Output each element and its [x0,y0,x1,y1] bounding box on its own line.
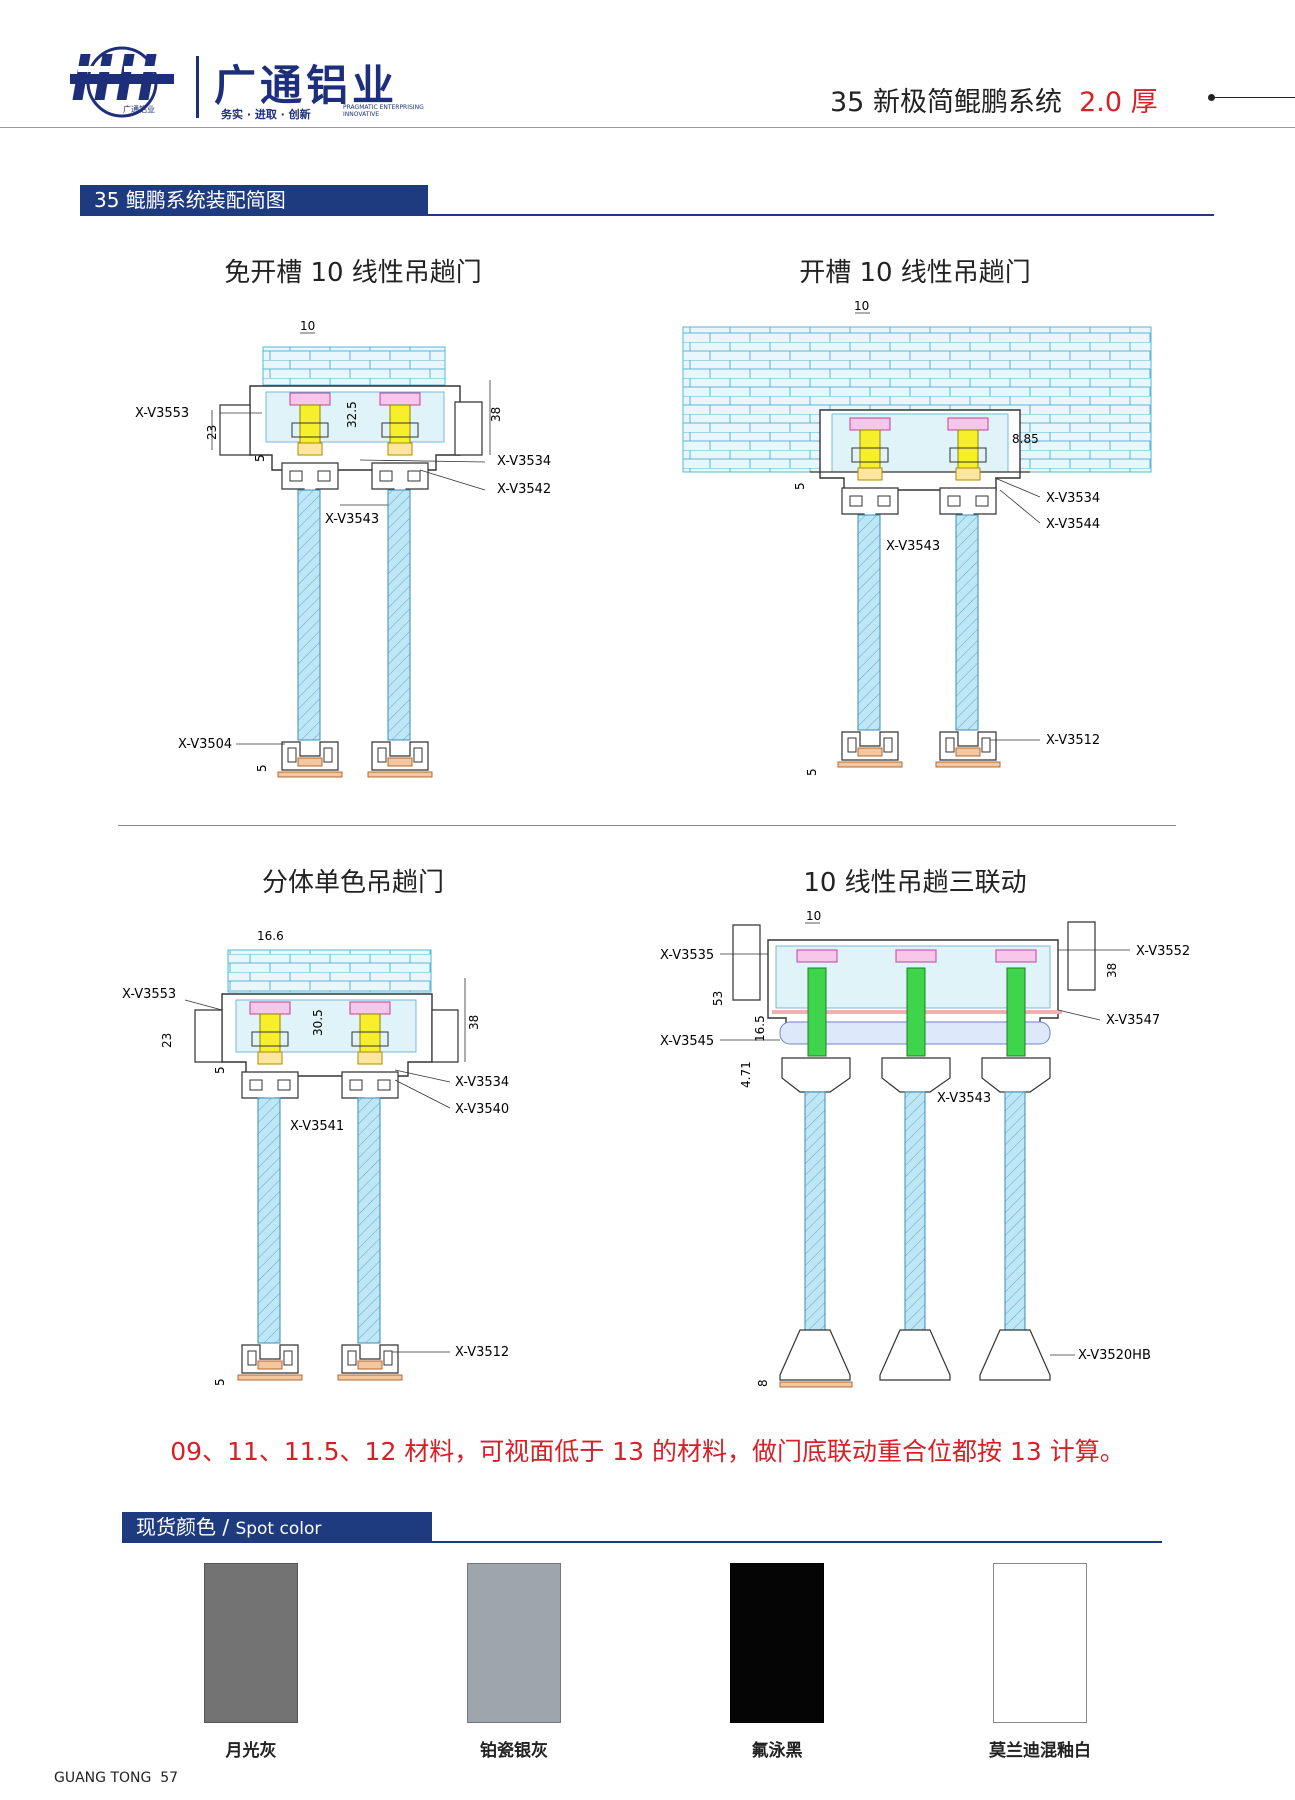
brand-name: 广通铝业 [214,61,399,110]
d4-label-4: X-V3545 [660,1034,714,1049]
d4-dim-3: 38 [1105,963,1119,978]
d3-dim-5: 5 [213,1066,227,1074]
d3-label-3: X-V3540 [455,1102,509,1117]
d2-dim-3: 5 [793,482,807,490]
diagram-1: X-V3553 X-V3534 X-V3542 X-V3543 X-V3504 … [135,319,551,778]
d2-label-1: X-V3534 [1046,491,1100,506]
d4-dim-4: 16.5 [753,1015,767,1042]
swatch-label-1: 月光灰 [225,1741,277,1761]
title-dot [1208,94,1215,101]
d3-dim-2: 30.5 [311,1009,325,1036]
d3-label-2: X-V3534 [455,1075,509,1090]
d1-dim-5: 5 [253,454,267,462]
d3-dim-6: 5 [213,1378,227,1386]
diagram-title-1: 免开槽 10 线性吊趟门 [224,258,482,288]
header-rule [0,127,1295,128]
d3-dim-4: 23 [160,1033,174,1048]
triple-carriages [796,949,1037,1057]
d1-dim-1: 10 [300,319,315,333]
d3-dim-3: 38 [467,1015,481,1030]
d2-label-4: X-V3512 [1046,733,1100,748]
section-title-assembly: 35 鲲鹏系统装配简图 [80,185,428,215]
d1-label-1: X-V3553 [135,406,189,421]
d2-label-3: X-V3543 [886,539,940,554]
d1-label-2: X-V3534 [497,454,551,469]
brand-slogan-en: PRAGMATIC ENTERPRISING INNOVATIVE [343,104,424,118]
diagram-divider [118,825,1176,826]
d1-label-4: X-V3543 [325,512,379,527]
section-title-colors: 现货颜色 / Spot color [122,1512,432,1542]
page-number: 57 [160,1770,179,1786]
d4-label-3: X-V3547 [1106,1013,1160,1028]
swatch-label-3: 氟泳黑 [751,1741,803,1761]
company-logo [70,46,174,118]
d2-dim-1: 10 [854,299,869,313]
d2-dim-2: 8.85 [1012,432,1039,446]
diagram-title-4: 10 线性吊趟三联动 [803,868,1027,898]
swatch-morandi-white [993,1563,1087,1723]
d3-label-4: X-V3541 [290,1119,344,1134]
d1-dim-2: 32.5 [345,401,359,428]
d4-dim-2: 53 [711,991,725,1006]
d1-label-3: X-V3542 [497,482,551,497]
swatch-label-4: 莫兰迪混釉白 [989,1741,1091,1761]
d3-label-1: X-V3553 [122,987,176,1002]
diagram-4: X-V3535 X-V3552 X-V3547 X-V3545 X-V3543 … [660,909,1190,1388]
d4-label-1: X-V3535 [660,948,714,963]
d4-label-5: X-V3543 [937,1091,991,1106]
d4-dim-1: 10 [806,909,821,923]
d4-dim-6: 8 [756,1379,770,1387]
assembly-drawings: X-V3553 X-V3534 X-V3542 X-V3543 X-V3504 … [122,299,1190,1388]
diagram-3: X-V3553 X-V3534 X-V3540 X-V3541 X-V3512 … [122,929,509,1386]
footer: GUANG TONG 57 [54,1770,178,1786]
footer-brand: GUANG TONG [54,1770,152,1786]
thickness-label: 2.0 厚 [1079,87,1158,118]
diagram-2: X-V3534 X-V3544 X-V3543 X-V3512 10 8.85 … [682,299,1152,776]
brand-separator [196,56,199,118]
title-line [1212,97,1295,98]
brand-slogan: 务实 · 进取 · 创新 [221,108,311,121]
swatch-label-2: 铂瓷银灰 [480,1741,548,1761]
d4-dim-5: 4.71 [739,1061,753,1088]
material-note: 09、11、11.5、12 材料，可视面低于 13 的材料，做门底联动重合位都按… [170,1437,1125,1466]
swatch-fluoro-black [730,1563,824,1723]
diagram-title-3: 分体单色吊趟门 [261,868,444,898]
d4-label-2: X-V3552 [1136,944,1190,959]
section-line-assembly [80,214,1214,216]
section-line-colors [122,1541,1162,1543]
d1-dim-4: 23 [205,425,219,440]
d1-dim-6: 5 [255,764,269,772]
d3-dim-1: 16.6 [257,929,284,943]
d4-label-6: X-V3520HB [1078,1348,1151,1363]
logo-caption: 广通铝业 [123,105,155,114]
diagram-title-2: 开槽 10 线性吊趟门 [799,258,1031,288]
page-title: 35 新极简鲲鹏系统 2.0 厚 [830,87,1158,118]
swatch-moonlight-gray [204,1563,298,1723]
d2-dim-4: 5 [805,768,819,776]
d1-label-5: X-V3504 [178,737,232,752]
swatch-platinum-silver-gray [467,1563,561,1723]
d3-label-5: X-V3512 [455,1345,509,1360]
d2-label-2: X-V3544 [1046,517,1100,532]
d1-dim-3: 38 [489,407,503,422]
